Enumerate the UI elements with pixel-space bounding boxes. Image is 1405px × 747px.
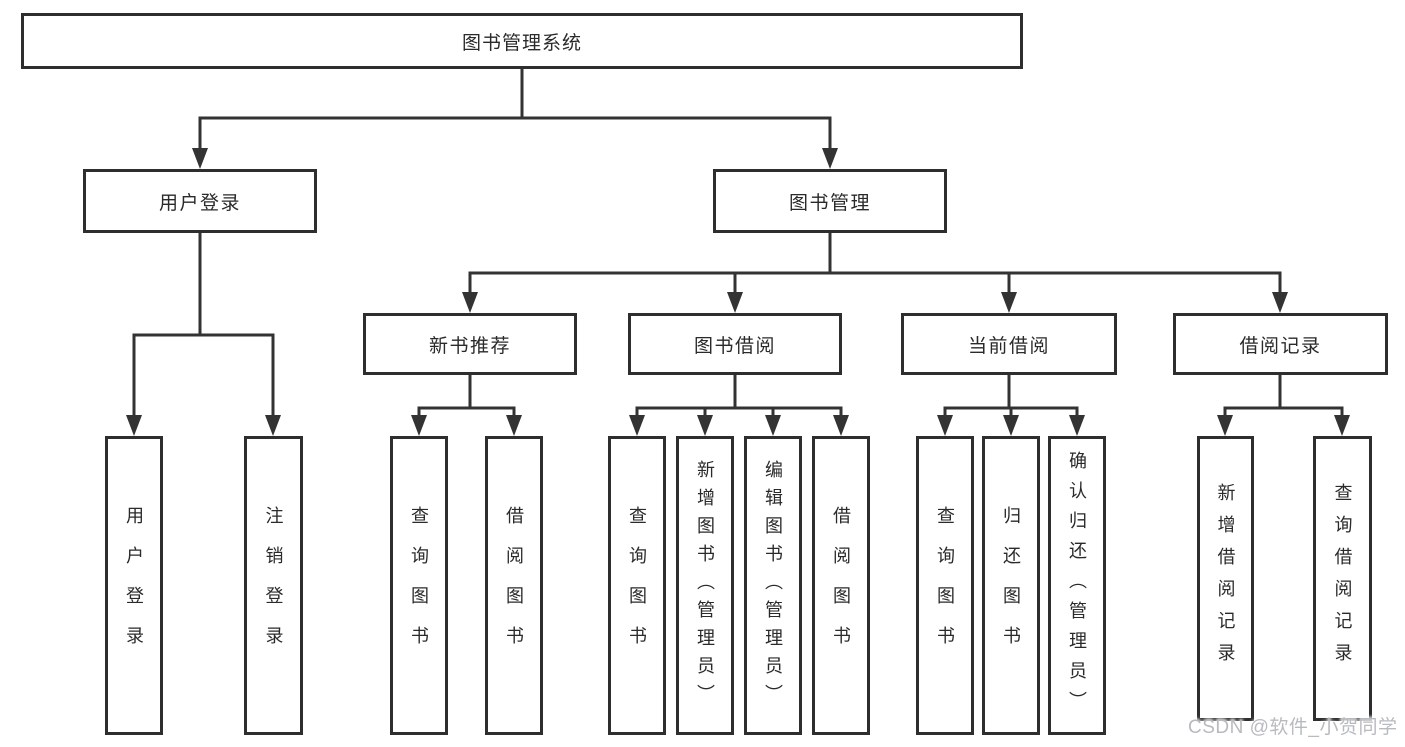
leaf-borrow-books-recommend: 借阅图书: [485, 436, 543, 735]
leaf-add-book-admin-label: 新增图书（管理员）: [695, 459, 715, 712]
leaf-query-books-recommend-label: 查询图书: [409, 505, 429, 666]
node-root-label: 图书管理系统: [461, 32, 582, 54]
leaf-query-books-borrow-label: 查询图书: [627, 505, 647, 666]
node-borrow-records: 借阅记录: [1173, 313, 1388, 375]
node-root: 图书管理系统: [21, 13, 1023, 69]
leaf-return-book-label: 归还图书: [1001, 505, 1021, 666]
leaf-user-login: 用户登录: [105, 436, 163, 735]
node-user-login: 用户登录: [83, 169, 317, 233]
leaf-query-books-borrow: 查询图书: [608, 436, 666, 735]
watermark: CSDN @软件_小贺同学: [1188, 717, 1398, 738]
node-book-management-label: 图书管理: [788, 192, 871, 214]
leaf-confirm-return-admin-label: 确认归还（管理员）: [1067, 450, 1087, 721]
leaf-edit-book-admin-label: 编辑图书（管理员）: [763, 459, 783, 712]
leaf-return-book: 归还图书: [982, 436, 1040, 735]
leaf-edit-book-admin: 编辑图书（管理员）: [744, 436, 802, 735]
leaf-query-borrow-record-label: 查询借阅记录: [1332, 482, 1353, 675]
node-new-book-recommend-label: 新书推荐: [428, 335, 511, 357]
leaf-borrow-books: 借阅图书: [812, 436, 870, 735]
leaf-query-books-current-label: 查询图书: [935, 505, 955, 666]
leaf-query-borrow-record: 查询借阅记录: [1313, 436, 1372, 721]
node-book-borrow: 图书借阅: [628, 313, 842, 375]
leaf-logout: 注销登录: [244, 436, 303, 735]
leaf-confirm-return-admin: 确认归还（管理员）: [1048, 436, 1106, 735]
node-book-management: 图书管理: [713, 169, 947, 233]
leaf-add-book-admin: 新增图书（管理员）: [676, 436, 734, 735]
node-current-borrow-label: 当前借阅: [967, 335, 1050, 357]
leaf-query-books-recommend: 查询图书: [390, 436, 448, 735]
leaf-query-books-current: 查询图书: [916, 436, 974, 735]
node-user-login-label: 用户登录: [158, 192, 241, 214]
node-new-book-recommend: 新书推荐: [363, 313, 577, 375]
node-book-borrow-label: 图书借阅: [693, 335, 776, 357]
leaf-borrow-books-label: 借阅图书: [831, 505, 851, 666]
leaf-add-borrow-record-label: 新增借阅记录: [1215, 482, 1236, 675]
node-borrow-records-label: 借阅记录: [1239, 335, 1322, 357]
leaf-logout-label: 注销登录: [263, 505, 284, 666]
leaf-user-login-label: 用户登录: [124, 505, 144, 666]
leaf-borrow-books-recommend-label: 借阅图书: [504, 505, 524, 666]
node-current-borrow: 当前借阅: [901, 313, 1117, 375]
leaf-add-borrow-record: 新增借阅记录: [1197, 436, 1254, 721]
